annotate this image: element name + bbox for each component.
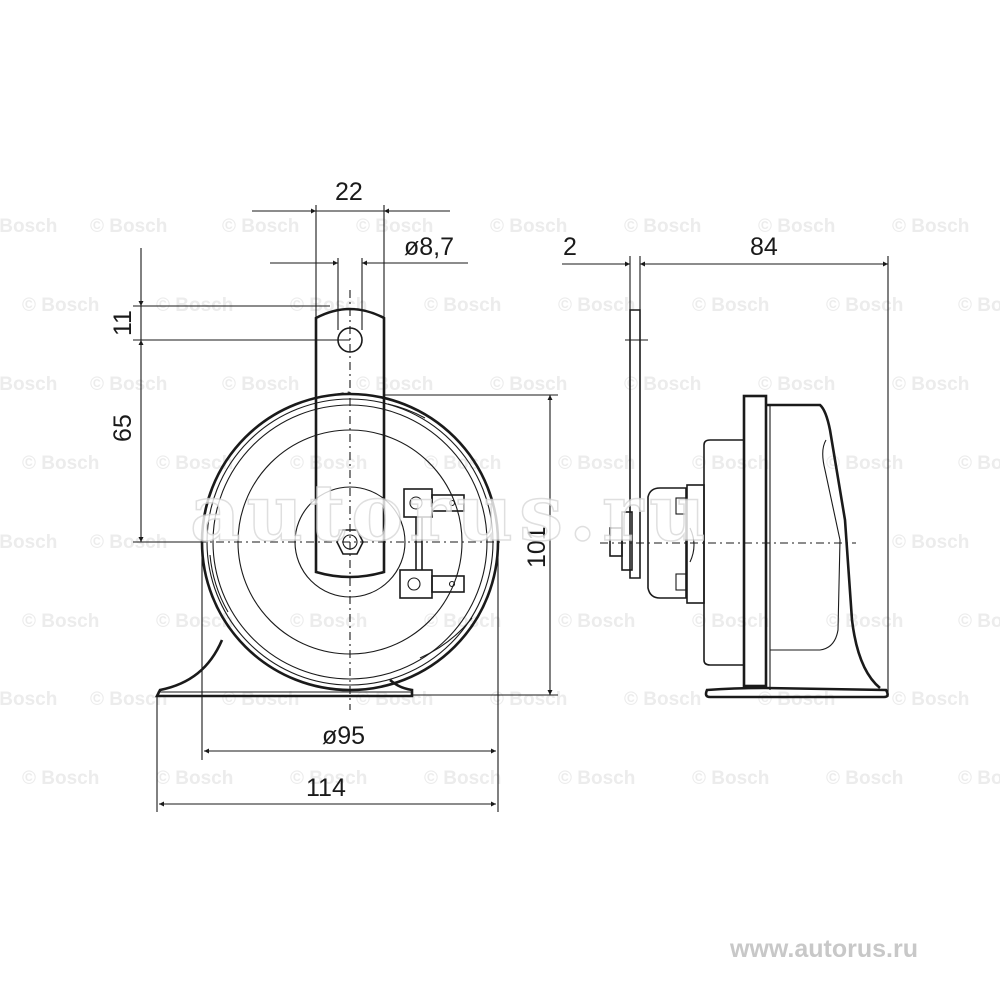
svg-text:© Bosch: © Bosch <box>490 689 567 710</box>
svg-text:© Bosch: © Bosch <box>356 374 433 395</box>
dim-bracket-width: 22 <box>335 178 363 206</box>
dim-hole-diameter: ø8,7 <box>404 233 454 261</box>
svg-text:© Bosch: © Bosch <box>356 689 433 710</box>
svg-text:© Bosch: © Bosch <box>958 453 1000 474</box>
svg-text:© Bosch: © Bosch <box>892 689 969 710</box>
svg-text:© Bosch: © Bosch <box>222 374 299 395</box>
svg-text:© Bosch: © Bosch <box>892 374 969 395</box>
svg-text:© Bosch: © Bosch <box>0 374 57 395</box>
svg-text:© Bosch: © Bosch <box>624 216 701 237</box>
dim-bracket-thickness: 2 <box>563 233 577 261</box>
svg-text:© Bosch: © Bosch <box>826 768 903 789</box>
svg-text:© Bosch: © Bosch <box>892 532 969 553</box>
svg-text:© Bosch: © Bosch <box>758 216 835 237</box>
svg-text:© Bosch: © Bosch <box>156 453 233 474</box>
svg-text:© Bosch: © Bosch <box>692 295 769 316</box>
svg-text:© Bosch: © Bosch <box>156 611 233 632</box>
svg-text:© Bosch: © Bosch <box>958 611 1000 632</box>
svg-text:© Bosch: © Bosch <box>490 216 567 237</box>
svg-text:© Bosch: © Bosch <box>558 611 635 632</box>
dim-depth: 84 <box>750 233 778 261</box>
svg-text:© Bosch: © Bosch <box>826 611 903 632</box>
side-dimensions: 2 84 <box>562 233 889 697</box>
svg-text:© Bosch: © Bosch <box>290 453 367 474</box>
svg-text:© Bosch: © Bosch <box>222 216 299 237</box>
svg-text:© Bosch: © Bosch <box>90 689 167 710</box>
svg-text:© Bosch: © Bosch <box>826 295 903 316</box>
svg-text:© Bosch: © Bosch <box>0 532 57 553</box>
svg-text:© Bosch: © Bosch <box>22 295 99 316</box>
svg-text:© Bosch: © Bosch <box>222 689 299 710</box>
svg-text:© Bosch: © Bosch <box>22 453 99 474</box>
terminal-top <box>403 488 465 518</box>
front-dimensions: 22 ø8,7 11 65 101 ø95 114 <box>109 178 558 812</box>
svg-text:© Bosch: © Bosch <box>356 216 433 237</box>
svg-text:© Bosch: © Bosch <box>90 532 167 553</box>
site-url: www.autorus.ru <box>730 935 918 963</box>
svg-text:© Bosch: © Bosch <box>758 689 835 710</box>
svg-text:© Bosch: © Bosch <box>22 611 99 632</box>
svg-text:© Bosch: © Bosch <box>558 768 635 789</box>
front-view <box>154 290 500 710</box>
autorus-watermark: autorus.ru <box>190 468 712 559</box>
svg-text:© Bosch: © Bosch <box>624 374 701 395</box>
svg-text:© Bosch: © Bosch <box>692 611 769 632</box>
svg-text:© Bosch: © Bosch <box>290 611 367 632</box>
svg-text:© Bosch: © Bosch <box>958 768 1000 789</box>
dim-hole-to-center: 65 <box>109 414 137 442</box>
svg-text:© Bosch: © Bosch <box>958 295 1000 316</box>
svg-text:© Bosch: © Bosch <box>290 768 367 789</box>
dim-total-height: 101 <box>523 526 551 568</box>
svg-text:© Bosch: © Bosch <box>90 374 167 395</box>
dim-horn-diameter: ø95 <box>322 722 365 750</box>
svg-text:© Bosch: © Bosch <box>892 216 969 237</box>
svg-text:© Bosch: © Bosch <box>0 216 57 237</box>
svg-text:© Bosch: © Bosch <box>558 453 635 474</box>
svg-text:© Bosch: © Bosch <box>156 768 233 789</box>
svg-text:© Bosch: © Bosch <box>692 453 769 474</box>
terminal-bottom <box>399 569 465 599</box>
svg-text:© Bosch: © Bosch <box>22 768 99 789</box>
svg-text:© Bosch: © Bosch <box>558 295 635 316</box>
svg-text:© Bosch: © Bosch <box>490 374 567 395</box>
svg-text:© Bosch: © Bosch <box>90 216 167 237</box>
svg-text:© Bosch: © Bosch <box>424 611 501 632</box>
svg-text:© Bosch: © Bosch <box>424 768 501 789</box>
svg-text:© Bosch: © Bosch <box>826 453 903 474</box>
bosch-watermarks: © Bosch © Bosch © Bosch © Bosch © Bosch … <box>0 216 1000 789</box>
svg-text:© Bosch: © Bosch <box>424 295 501 316</box>
dim-base-width: 114 <box>306 774 346 802</box>
dim-hole-offset: 11 <box>109 310 137 336</box>
side-view <box>600 309 889 699</box>
svg-text:© Bosch: © Bosch <box>692 768 769 789</box>
svg-text:© Bosch: © Bosch <box>758 374 835 395</box>
svg-text:© Bosch: © Bosch <box>0 689 57 710</box>
svg-text:© Bosch: © Bosch <box>624 689 701 710</box>
